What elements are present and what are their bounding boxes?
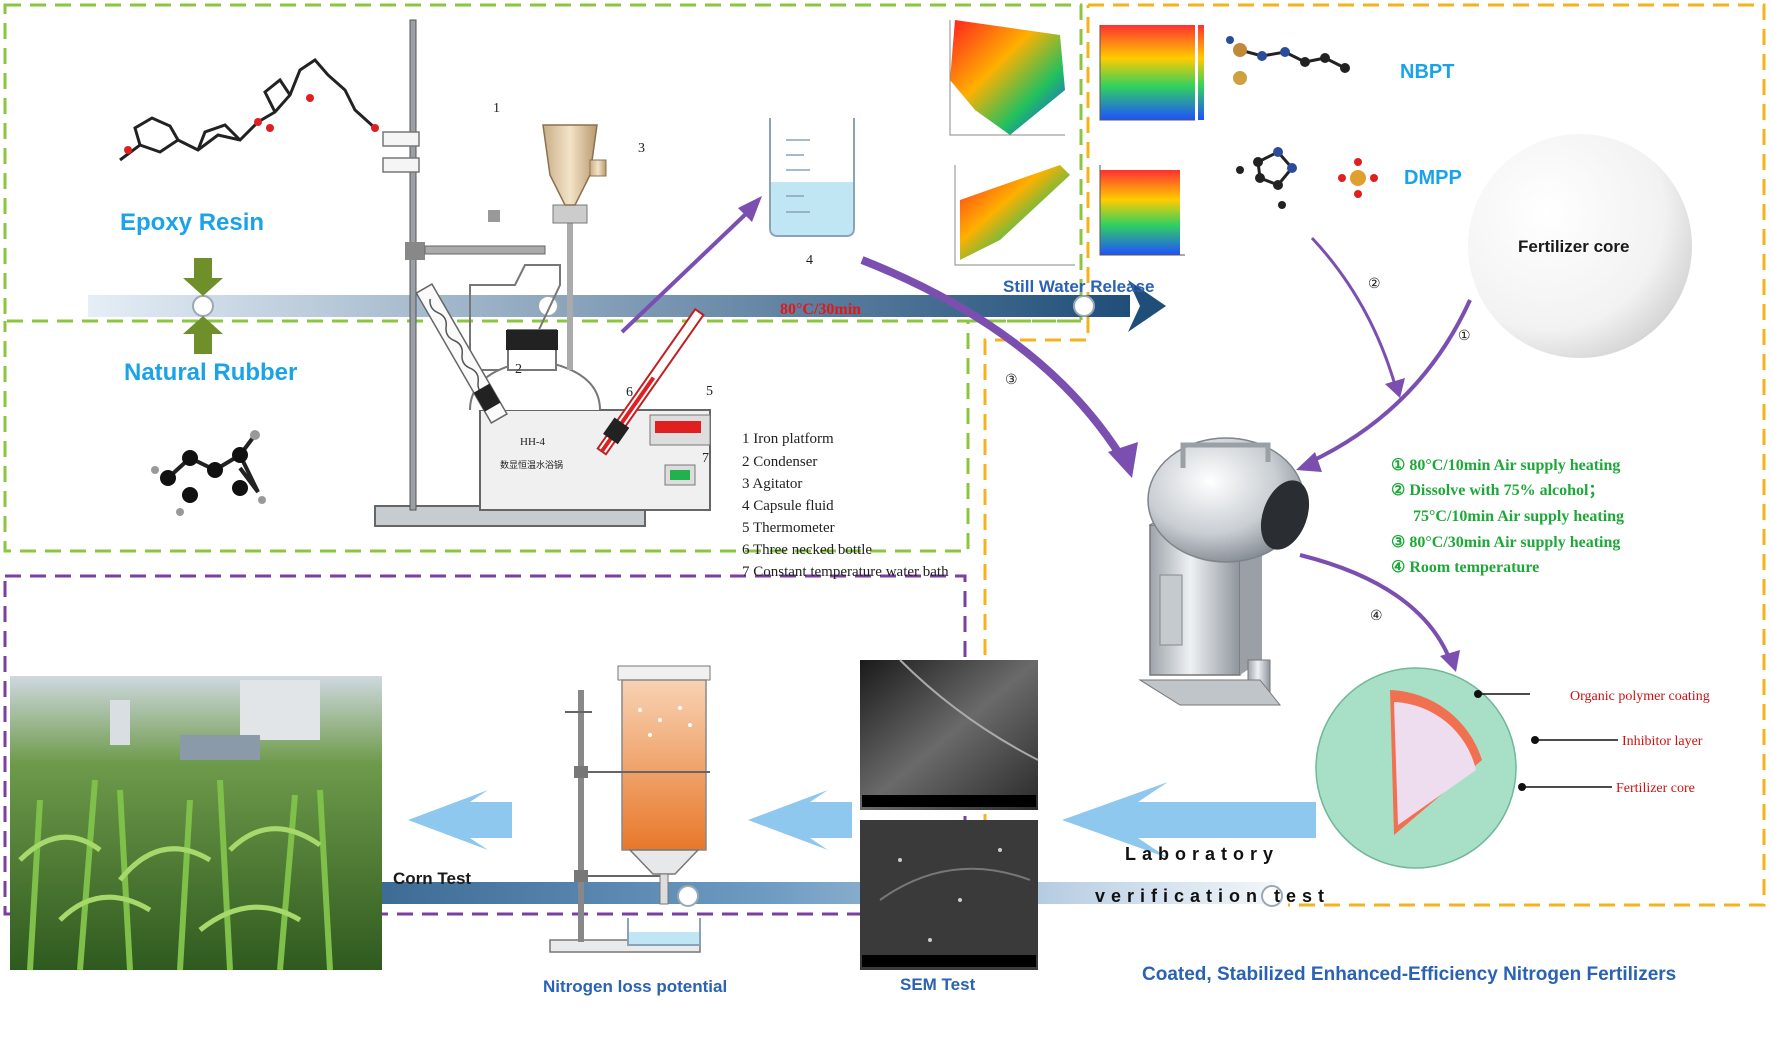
timeline-node [192,295,214,317]
step-line: ① 80°C/10min Air supply heating [1391,457,1620,474]
apparatus-number-5: 5 [706,384,713,399]
beaker-image [769,118,855,237]
natural-rubber-molecule-image [151,430,266,516]
timeline-node [537,295,559,317]
arrow-core-to-machine [1309,299,1472,464]
timeline-node [1261,885,1283,907]
apparatus-number-7: 7 [702,451,709,466]
step-line: ② Dissolve with 75% alcohol； [1391,482,1604,499]
granule-layer-callouts [1474,690,1618,791]
step-marker-3: ③ [1005,373,1018,388]
step-line: ④ Room temperature [1391,559,1539,576]
synthesis-region-border [3,3,1083,323]
nitrogen-column-apparatus-image [549,665,711,953]
apparatus-number-3: 3 [638,141,645,156]
epoxy-resin-molecule-image [119,58,379,162]
dmpp-molecule-image [1236,147,1378,209]
product-label: Coated, Stabilized Enhanced-Efficiency N… [1142,964,1676,985]
surface-plot-1 [949,20,1065,136]
coated-granule-cross-section [1315,667,1517,869]
reaction-apparatus-image: HH-4 数显恒温水浴锅 1 2 3 5 6 7 [374,19,713,527]
apparatus-region-border [3,319,1081,553]
nbpt-label: NBPT [1400,61,1454,83]
flow-arrows-purple [620,196,1472,672]
fertilizer-core-label: Fertilizer core [1518,237,1630,256]
step-marker-4: ④ [1370,609,1383,624]
arrow-inhibitor-to-machine [1310,236,1397,386]
nbpt-molecule-image [1226,36,1350,85]
fertilizer-core-sphere [1468,134,1692,358]
coating-pan-machine-image [1138,437,1310,706]
sem-test-label: SEM Test [900,975,976,994]
step-conditions: ① 80°C/10min Air supply heating ② Dissol… [1391,457,1624,576]
legend-item: 6 Three necked bottle [742,542,872,558]
legend-item: 1 Iron platform [742,431,834,447]
corn-field-photo [10,676,382,971]
timeline-node [1073,295,1095,317]
still-water-release-label: Still Water Release [1003,277,1155,296]
sem-images [860,659,1039,970]
legend-item: 2 Condenser [742,454,817,470]
arrow-machine-to-granule [1299,553,1452,661]
step-marker-2: ② [1368,277,1381,292]
legend-item: 3 Agitator [742,476,802,492]
layer-label-core: Fertilizer core [1616,781,1695,796]
apparatus-number-2: 2 [515,362,522,377]
verification-arrows [408,782,1316,858]
step-line: 75°C/10min Air supply heating [1413,508,1624,525]
nitrogen-loss-label: Nitrogen loss potential [543,977,727,996]
release-surface-plots [949,20,1204,266]
verification-label-line2: verification test [1095,886,1330,906]
bath-model-label: HH-4 [520,436,546,448]
layer-label-coating: Organic polymer coating [1570,689,1710,704]
legend-item: 4 Capsule fluid [742,498,834,514]
timeline-node [677,885,699,907]
layer-label-inhibitor: Inhibitor layer [1622,734,1703,749]
surface-plot-2 [954,165,1075,266]
contour-plot-1 [1099,25,1204,121]
natural-rubber-label: Natural Rubber [124,359,297,386]
step-line: ③ 80°C/30min Air supply heating [1391,534,1620,551]
sem-image-bottom [860,820,1038,970]
legend-item: 7 Constant temperature water bath [742,564,949,580]
coating-region-border [983,3,1766,907]
corn-test-label: Corn Test [393,869,471,888]
apparatus-legend: 1 Iron platform 2 Condenser 3 Agitator 4… [742,431,949,580]
apparatus-number-6: 6 [626,385,633,400]
verification-label-line1: Laboratory [1125,844,1279,864]
beaker-number-4: 4 [806,253,813,268]
top-process-arrow [88,280,1166,332]
dmpp-label: DMPP [1404,167,1462,189]
sem-image-top [860,660,1038,810]
contour-plot-2 [1099,165,1185,256]
epoxy-resin-label: Epoxy Resin [120,209,264,236]
arrow-capsule-to-machine [860,256,1124,458]
legend-item: 5 Thermometer [742,520,835,536]
arrow-to-beaker [620,208,752,334]
apparatus-number-1: 1 [493,101,500,116]
step-marker-1: ① [1458,329,1471,344]
reaction-condition-label: 80°C/30min [780,301,861,318]
compression-arrows-icon [183,258,223,354]
bath-caption: 数显恒温水浴锅 [500,459,563,470]
